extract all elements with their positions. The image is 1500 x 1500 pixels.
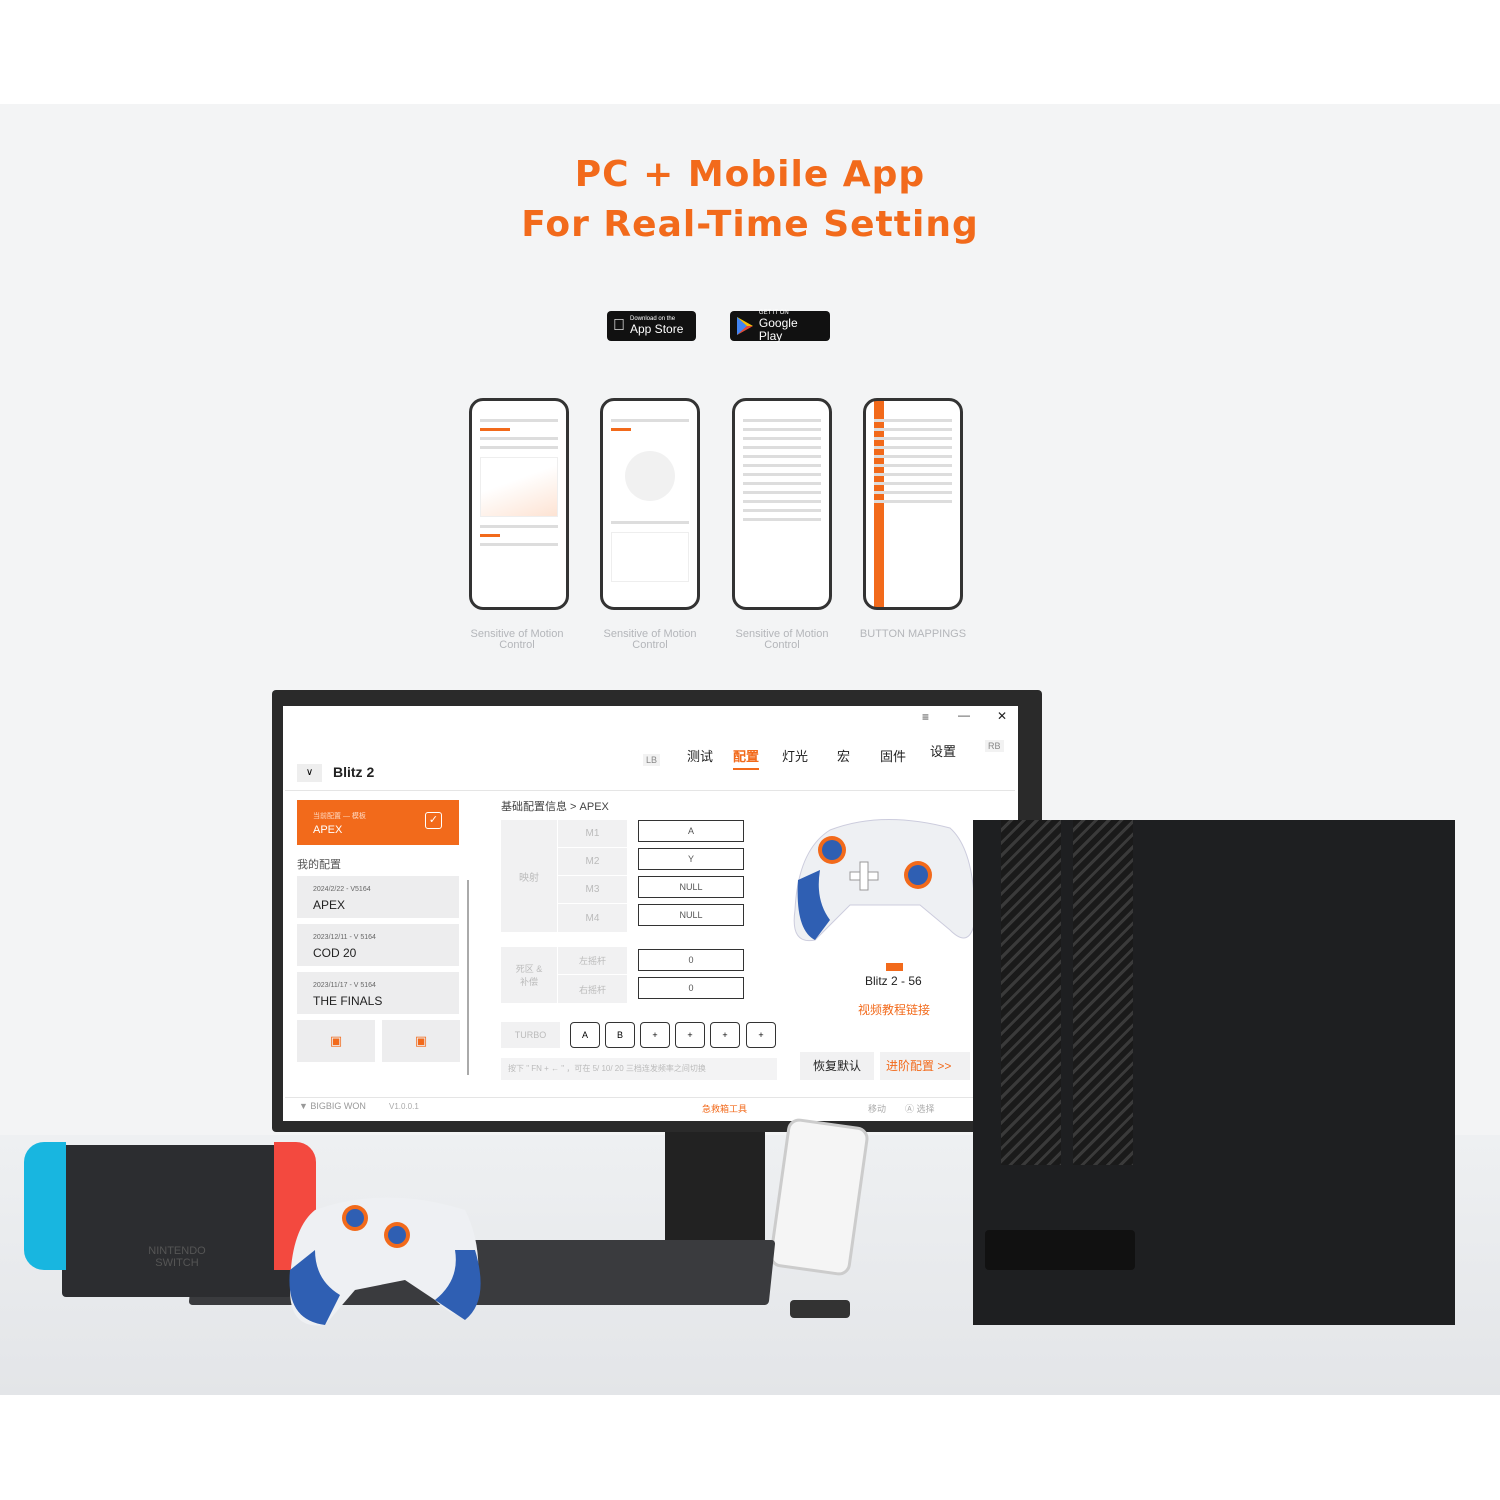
phone-screenshot [469, 398, 569, 610]
breadcrumb: 基础配置信息 > APEX [501, 801, 609, 813]
apple-icon:  [613, 317, 625, 335]
mapping-input[interactable]: A [638, 820, 744, 842]
current-config-caption: 当前配置 — 模板 [313, 813, 366, 820]
joycon-left [24, 1142, 66, 1270]
tab-lb[interactable]: LB [643, 754, 661, 766]
brand-logo: ▼ BIGBIG WON [299, 1101, 366, 1111]
tab-macro[interactable]: 宏 [837, 749, 851, 764]
check-icon: ✓ [425, 812, 442, 829]
controller [289, 1197, 481, 1326]
headline-line1: PC + Mobile App [574, 154, 926, 195]
vent [1001, 820, 1061, 1165]
controller-image [793, 819, 975, 942]
divider [285, 790, 1015, 791]
tab-test[interactable]: 测试 [687, 749, 714, 764]
turbo-add-button[interactable]: + [746, 1022, 776, 1048]
phone-caption: Sensitive of Motion Control [470, 628, 564, 651]
deadzone-input[interactable]: 0 [638, 949, 744, 971]
phone-screenshot [732, 398, 832, 610]
mapping-input[interactable]: Y [638, 848, 744, 870]
phone-caption: Sensitive of Motion Control [735, 628, 829, 651]
tab-lighting[interactable]: 灯光 [782, 749, 809, 764]
video-tutorial-link[interactable]: 视频教程链接 [858, 1003, 931, 1017]
google-play-icon [736, 317, 753, 335]
config-date: 2024/2/22 - V5164 [313, 886, 371, 893]
mapping-key: M4 [558, 904, 627, 932]
config-date: 2023/11/17 - V 5164 [313, 982, 376, 989]
turbo-add-button[interactable]: + [640, 1022, 670, 1048]
mapping-key: M1 [558, 820, 627, 847]
switch-dock: NINTENDO SWITCH [62, 1145, 292, 1297]
turbo-hint: 按下 " FN + ← " ，可在 5/ 10/ 20 三档连发频率之间切换 [501, 1058, 777, 1080]
io-panel [985, 1230, 1135, 1270]
badge-small: Download on the [618, 316, 675, 322]
phone-caption: Sensitive of Motion Control [603, 628, 697, 651]
tab-rb[interactable]: RB [985, 740, 1004, 752]
controller-name: Blitz 2 - 56 [865, 974, 922, 988]
tab-config[interactable]: 配置 [733, 746, 760, 770]
tab-firmware[interactable]: 固件 [880, 749, 907, 764]
current-config-card[interactable]: 当前配置 — 模板 APEX ✓ [297, 800, 459, 845]
device-name: Blitz 2 [333, 764, 375, 780]
pc-tower [973, 820, 1455, 1325]
deadzone-input[interactable]: 0 [638, 977, 744, 999]
turbo-label: TURBO [501, 1022, 560, 1048]
import-config-button[interactable]: ▣ [297, 1020, 375, 1062]
vent [1073, 820, 1133, 1165]
deadzone-key: 右摇杆 [558, 975, 627, 1003]
export-config-button[interactable]: ▣ [382, 1020, 460, 1062]
current-config-name: APEX [313, 824, 343, 836]
chevron-down-icon[interactable]: ∨ [297, 764, 322, 782]
battery-icon [886, 963, 903, 971]
mapping-input[interactable]: NULL [638, 876, 744, 898]
reset-button[interactable]: 恢复默认 [800, 1052, 874, 1080]
close-button[interactable]: ✕ [997, 709, 1008, 723]
mapping-label: 映射 [501, 820, 557, 932]
tab-settings[interactable]: 设置 [930, 744, 957, 759]
badge-big: Google Play [758, 315, 798, 343]
menu-icon[interactable]: ≡ [922, 710, 930, 724]
hint-select: Ⓐ 选择 [903, 1102, 937, 1115]
config-name: THE FINALS [313, 994, 383, 1008]
turbo-add-button[interactable]: + [710, 1022, 740, 1048]
switch-logo-text: NINTENDO SWITCH [148, 1245, 206, 1269]
phone-screenshot [863, 398, 963, 610]
phone-stand [790, 1300, 850, 1318]
brand-name: BIGBIG WON [310, 1101, 366, 1111]
turbo-button[interactable]: A [570, 1022, 600, 1048]
badge-small: GET IT ON [758, 309, 789, 316]
phone-caption: BUTTON MAPPINGS [859, 628, 967, 640]
headline-line2: For Real-Time Setting [521, 204, 979, 245]
turbo-add-button[interactable]: + [675, 1022, 705, 1048]
mapping-key: M3 [558, 876, 627, 903]
hint-select-label: 选择 [916, 1104, 935, 1114]
config-name: APEX [313, 898, 346, 912]
mapping-input[interactable]: NULL [638, 904, 744, 926]
config-name: COD 20 [313, 946, 357, 960]
deadzone-key: 左摇杆 [558, 947, 627, 974]
phone-screenshot [600, 398, 700, 610]
my-configs-label: 我的配置 [297, 859, 341, 871]
deadzone-label: 死区 & 补偿 [501, 947, 557, 1003]
toolbox-link[interactable]: 急救箱工具 [700, 1102, 750, 1115]
minimize-button[interactable]: — [958, 708, 970, 722]
version: V1.0.0.1 [389, 1102, 419, 1111]
hint-move: 移动 [866, 1102, 889, 1115]
badge-big: App Store [618, 322, 683, 336]
turbo-button[interactable]: B [605, 1022, 635, 1048]
advanced-config-button[interactable]: 进阶配置 >> [880, 1052, 970, 1080]
mapping-key: M2 [558, 848, 627, 875]
divider [285, 1097, 1015, 1098]
scrollbar[interactable] [467, 880, 469, 1075]
config-date: 2023/12/11 - V 5164 [313, 934, 376, 941]
